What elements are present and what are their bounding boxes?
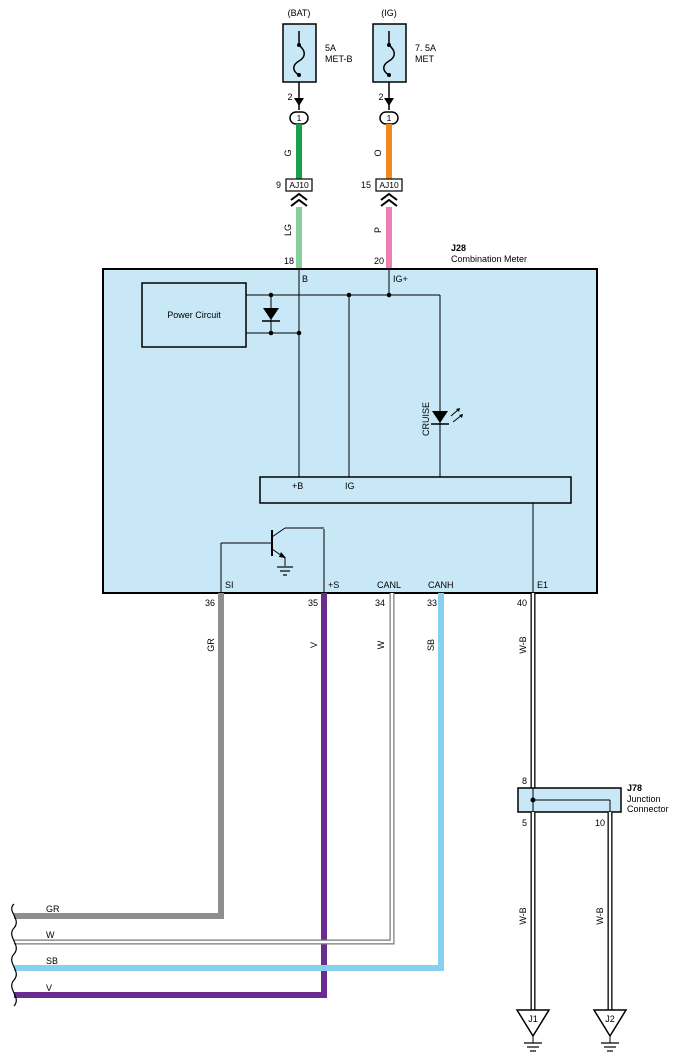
fuse-met-b-pin: 2 <box>287 92 292 102</box>
meter-inner-plus-b: +B <box>292 481 303 491</box>
meter-pin-e1: 40 <box>517 598 527 608</box>
fuse-met-name: MET <box>415 54 435 64</box>
ground-j1: J1 <box>515 1009 551 1052</box>
wire-sb <box>14 593 444 971</box>
wire-label-e1-wb: W-B <box>518 636 528 653</box>
bus-label-w: W <box>46 930 55 940</box>
ground-j2: J2 <box>592 1009 628 1052</box>
meter-term-b: B <box>302 274 308 284</box>
fuse-met-b-name: MET-B <box>325 54 353 64</box>
meter-pin-si: 36 <box>205 598 215 608</box>
junction-name-2: Connector <box>627 804 669 814</box>
svg-text:1: 1 <box>387 113 392 123</box>
bus-label-sb: SB <box>46 956 58 966</box>
fuse-met: (IG) 7. 5A MET 2 1 <box>372 8 436 125</box>
wire-gr <box>14 593 224 919</box>
meter-id: J28 <box>451 243 466 253</box>
diode-icon <box>262 308 280 322</box>
meter-term-canl: CANL <box>377 580 401 590</box>
wire-label-j2-wb: W-B <box>595 907 605 924</box>
wire-g <box>296 124 302 179</box>
wire-lg <box>296 207 302 269</box>
meter-term-canh: CANH <box>428 580 454 590</box>
ground-j2-label: J2 <box>605 1014 615 1024</box>
wire-label-o: O <box>373 149 383 156</box>
wire-o <box>386 124 392 179</box>
wire-label-gr: GR <box>206 638 216 652</box>
wire-break-line <box>11 903 17 1007</box>
fuse-met-rating: 7. 5A <box>415 43 436 53</box>
meter-term-ig: IG+ <box>393 274 408 284</box>
transistor-icon <box>271 527 324 576</box>
power-circuit-box <box>141 282 247 348</box>
junction-pin-in: 8 <box>522 776 527 786</box>
fuse-met-b-rating: 5A <box>325 43 336 53</box>
bus-label-gr: GR <box>46 904 60 914</box>
wire-label-p: P <box>373 227 383 233</box>
wire-w <box>14 593 394 944</box>
wire-label-lg: LG <box>283 224 293 236</box>
cruise-led-icon <box>431 408 463 425</box>
ground-j1-label: J1 <box>528 1014 538 1024</box>
svg-text:9: 9 <box>276 180 281 190</box>
meter-cpu-block <box>259 476 572 504</box>
svg-text:AJ10: AJ10 <box>379 180 399 190</box>
wire-v <box>14 593 327 998</box>
meter-term-e1: E1 <box>537 580 548 590</box>
wire-label-j1-wb: W-B <box>518 907 528 924</box>
meter-pin-canl: 34 <box>375 598 385 608</box>
meter-inner-ig: IG <box>345 481 355 491</box>
bus-label-v: V <box>46 983 52 993</box>
junction-pin-out1: 5 <box>522 818 527 828</box>
svg-text:15: 15 <box>361 180 371 190</box>
wire-p <box>386 207 392 269</box>
meter-pin-plus-s: 35 <box>308 598 318 608</box>
meter-term-si: SI <box>225 580 234 590</box>
fuse-met-b: (BAT) 5A MET-B 2 1 <box>282 8 353 125</box>
junction-name-1: Junction <box>627 794 661 804</box>
junction-id: J78 <box>627 783 642 793</box>
meter-name: Combination Meter <box>451 254 527 264</box>
svg-text:AJ10: AJ10 <box>289 180 309 190</box>
meter-pin-canh: 33 <box>427 598 437 608</box>
fuse-met-pin: 2 <box>378 92 383 102</box>
wire-label-sb: SB <box>426 639 436 651</box>
power-circuit-label: Power Circuit <box>167 310 221 320</box>
wire-label-v: V <box>309 642 319 648</box>
wire-label-g: G <box>283 149 293 156</box>
svg-text:1: 1 <box>297 113 302 123</box>
meter-term-plus-s: +S <box>328 580 339 590</box>
fuse-met-source: (IG) <box>381 8 397 18</box>
wire-label-w: W <box>376 640 386 649</box>
meter-pin-b: 18 <box>284 256 294 266</box>
junction-pin-out2: 10 <box>595 818 605 828</box>
connector-aj10-right: 15 AJ10 <box>361 178 403 207</box>
cruise-label: CRUISE <box>421 402 431 436</box>
connector-aj10-left: 9 AJ10 <box>276 178 313 207</box>
fuse-met-b-source: (BAT) <box>288 8 311 18</box>
meter-pin-ig: 20 <box>374 256 384 266</box>
